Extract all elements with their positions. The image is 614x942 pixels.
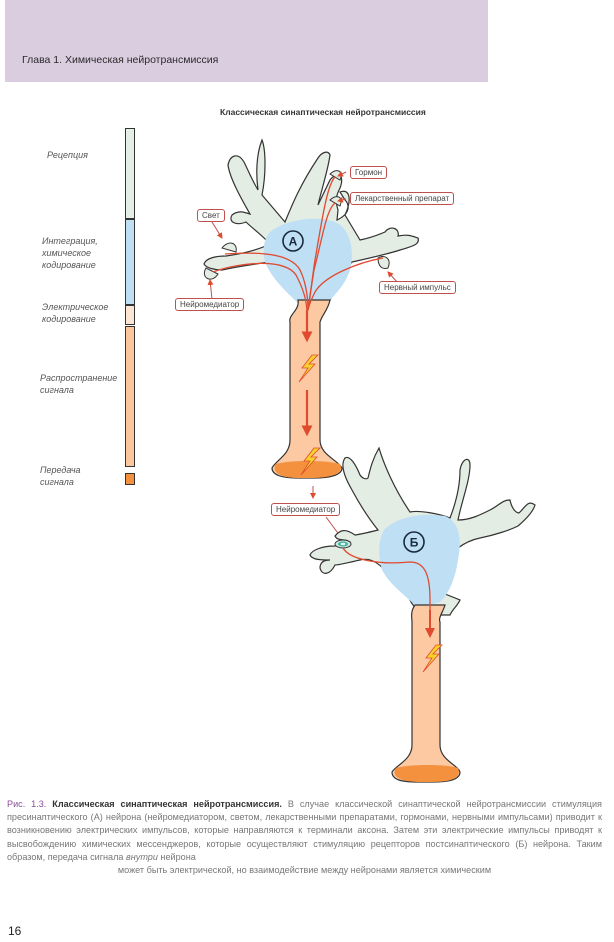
callout-light: Свет: [197, 209, 225, 222]
neuron-b-soma: [379, 514, 460, 608]
callout-neurotransmitter-release: Нейромедиатор: [271, 503, 341, 516]
stage-label-propagation: Распространение сигнала: [40, 373, 118, 395]
neuron-b: Б: [309, 446, 536, 783]
stage-bar-reception: [125, 128, 135, 219]
caption-emphasis: внутри: [126, 851, 158, 862]
signal-path-b: [342, 547, 431, 628]
caption-title: Классическая синаптическая нейротрансмис…: [52, 799, 282, 809]
stage-bar-electrical-coding: [125, 305, 135, 325]
caption-last-line: может быть электрической, но взаимодейст…: [117, 865, 492, 876]
neuron-a-soma: [263, 218, 352, 305]
lightning-icon: [422, 644, 443, 673]
neuron-b-label: Б: [410, 536, 419, 550]
caption-figure-number: Рис. 1.3.: [7, 799, 47, 809]
neuron-a: А: [203, 138, 419, 479]
callout-hormone: Гормон: [350, 166, 388, 179]
figure-caption: Рис. 1.3. Классическая синаптическая ней…: [7, 798, 602, 877]
stage-label-electrical-coding: Электрическое кодирование: [42, 302, 109, 324]
page-number: 16: [8, 924, 22, 938]
chapter-title: Глава 1. Химическая нейротрансмиссия: [22, 54, 219, 66]
figure-title: Классическая синаптическая нейротрансмис…: [220, 107, 426, 117]
lightning-icon: [300, 447, 321, 476]
callout-nerve-impulse: Нервный импульс: [379, 281, 456, 294]
neuron-b-axon: [391, 604, 461, 783]
stage-label-reception: Рецепция: [47, 150, 88, 160]
stage-bar-propagation: [125, 326, 135, 467]
lightning-icon: [298, 354, 319, 383]
stage-bar-integration: [125, 219, 135, 305]
stage-label-integration: Интеграция, химическое кодирование: [42, 236, 98, 270]
stage-bar-transmission: [125, 473, 135, 485]
caption-body-end: нейрона: [157, 851, 196, 862]
signal-paths-a: [212, 176, 384, 311]
stage-label-transmission: Передача сигнала: [40, 465, 81, 487]
neuron-a-terminal: [274, 461, 341, 478]
neuron-a-label: А: [289, 235, 298, 249]
neuron-diagram: А Б: [203, 138, 536, 783]
caption-body: В случае классической синаптической нейр…: [7, 799, 602, 862]
callout-drug: Лекарственный препарат: [350, 192, 455, 205]
callout-neurotransmitter-a: Нейромедиатор: [175, 298, 245, 311]
chapter-header: Глава 1. Химическая нейротрансмиссия: [5, 0, 488, 82]
neuron-b-terminal: [394, 765, 459, 782]
caption-heading: Рис. 1.3. Классическая синаптическая ней…: [7, 799, 282, 809]
